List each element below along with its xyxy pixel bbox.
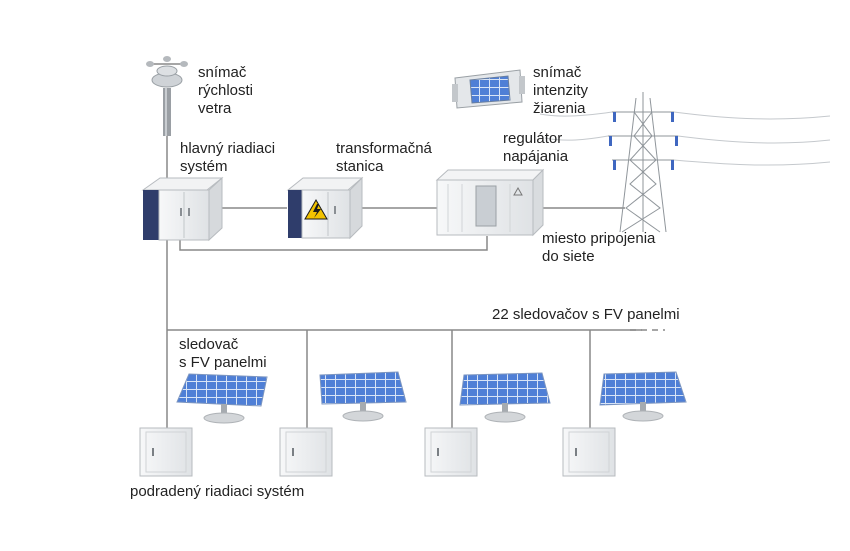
trackers-count-label: 22 sledovačov s FV panelmi bbox=[492, 306, 680, 323]
sub-cabinet-icon bbox=[424, 427, 478, 477]
solar-tracker-icon bbox=[176, 373, 268, 424]
sub-cabinet-icon bbox=[562, 427, 616, 477]
warning-icon bbox=[304, 199, 328, 220]
sub-cabinet-icon bbox=[279, 427, 333, 477]
main-cabinet-icon bbox=[141, 176, 224, 242]
connection-lines bbox=[166, 132, 665, 428]
transformer-cabinet-icon bbox=[286, 176, 364, 240]
power-regulator-label: regulátor napájania bbox=[503, 130, 569, 165]
irradiance-sensor-label: snímač intenzity žiarenia bbox=[533, 64, 589, 117]
power-pylon-icon bbox=[539, 92, 831, 233]
sub-cabinet-icon bbox=[139, 427, 193, 477]
irradiance-sensor-icon bbox=[452, 69, 525, 109]
sub-control-label: podradený riadiaci systém bbox=[130, 483, 305, 500]
anemometer-icon bbox=[146, 56, 188, 136]
solar-tracker-icon bbox=[459, 372, 551, 423]
solar-tracker-icon bbox=[319, 371, 407, 422]
transformer-label: transformačná stanica bbox=[336, 140, 432, 175]
regulator-container-icon bbox=[435, 168, 545, 237]
solar-tracker-icon bbox=[599, 371, 687, 422]
grid-connection-label: miesto pripojenia do siete bbox=[542, 230, 656, 265]
tracker-label: sledovač s FV panelmi bbox=[179, 336, 267, 371]
wind-sensor-label: snímač rýchlosti vetra bbox=[198, 64, 254, 117]
main-control-label: hlavný riadiaci systém bbox=[180, 140, 276, 175]
control-loop-link bbox=[179, 236, 488, 251]
